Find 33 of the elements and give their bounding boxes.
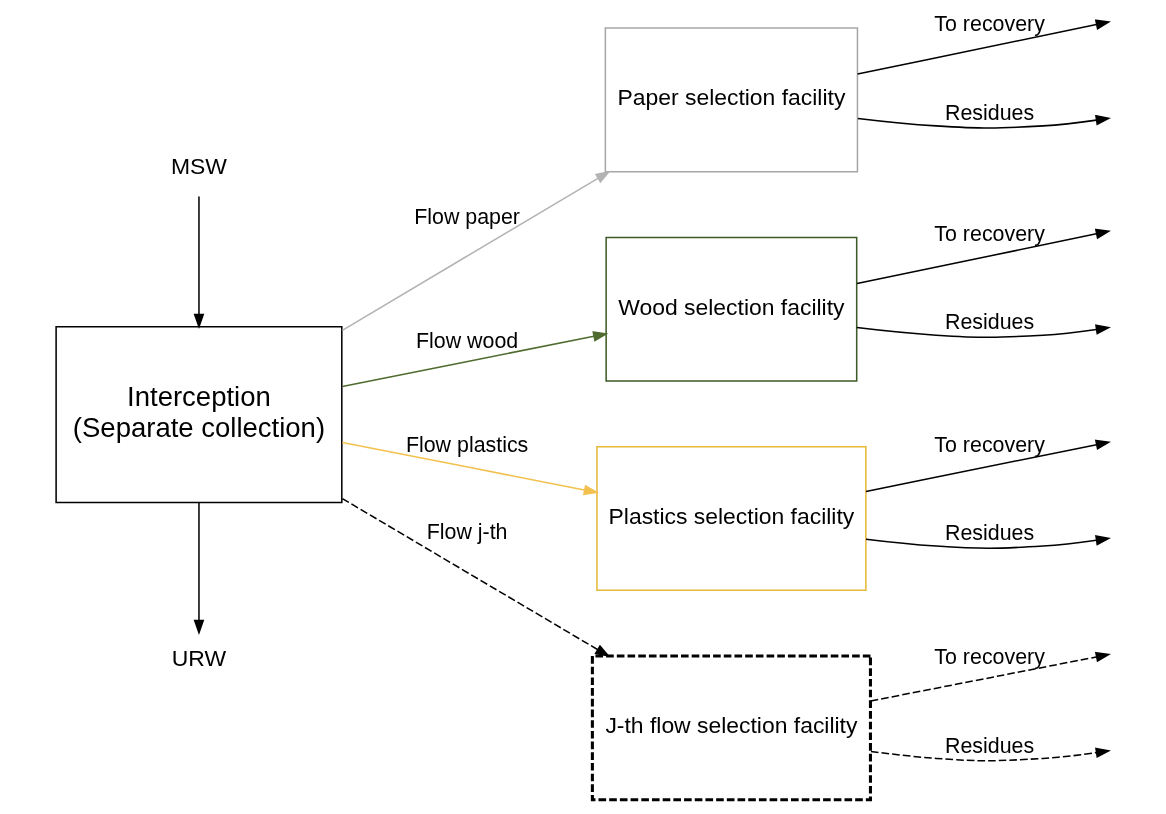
arrow xyxy=(856,228,1111,285)
arrow xyxy=(856,19,1111,75)
edge-label: Residues xyxy=(945,310,1035,335)
arrow xyxy=(341,170,611,332)
node-box: Paper selection facility xyxy=(604,27,859,173)
arrow xyxy=(865,439,1111,493)
arrow xyxy=(865,535,1111,550)
edge-label: Residues xyxy=(945,733,1035,758)
edge-label: To recovery xyxy=(934,221,1045,246)
arrow xyxy=(193,502,205,636)
edge-label: Residues xyxy=(945,521,1035,546)
edge-label: To recovery xyxy=(934,432,1045,457)
node-text: MSW xyxy=(170,153,227,180)
node-box: Plastics selection facility xyxy=(596,445,867,592)
arrow xyxy=(870,747,1111,762)
arrow xyxy=(193,195,205,330)
edge-label: Flow j-th xyxy=(426,519,508,544)
node-text: URW xyxy=(171,644,227,671)
node-box: J-th flow selection facility xyxy=(590,654,872,802)
arrow xyxy=(870,651,1111,702)
edge-label: To recovery xyxy=(934,644,1045,669)
arrow xyxy=(341,497,611,658)
edge-label: To recovery xyxy=(934,12,1045,37)
arrow xyxy=(857,114,1111,129)
edge-label: Flow paper xyxy=(414,204,520,229)
arrow xyxy=(341,331,609,388)
edge-label: Flow plastics xyxy=(405,432,529,457)
edge-label: Flow wood xyxy=(416,328,519,353)
arrow xyxy=(856,324,1111,339)
edge-label: Residues xyxy=(945,101,1035,126)
node-box: Wood selection facility xyxy=(605,236,858,382)
node-box: Interception (Separate collection) xyxy=(55,326,343,504)
arrow xyxy=(341,441,599,496)
